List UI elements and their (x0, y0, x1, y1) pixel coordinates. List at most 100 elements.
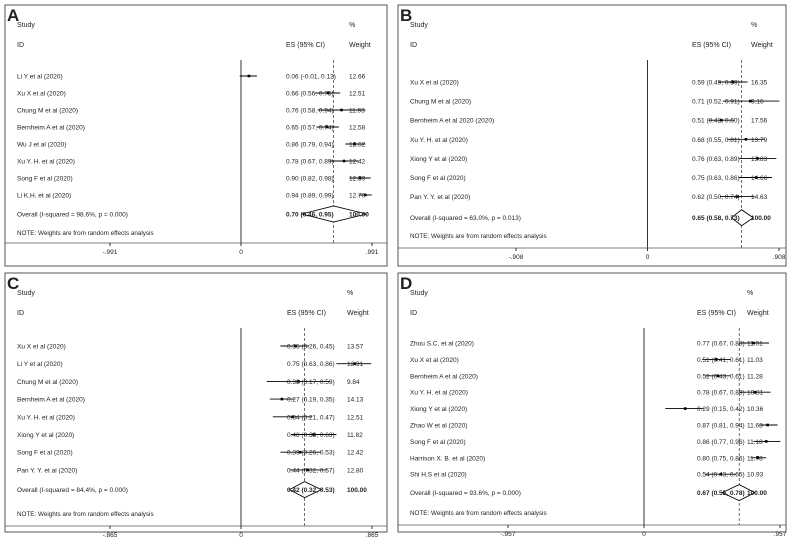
es-value: 0.90 (0.82, 0.98) (286, 176, 334, 183)
point-estimate (749, 99, 752, 103)
point-estimate (731, 80, 735, 84)
weight-value: 12.51 (347, 414, 364, 421)
es-value: 0.06 (-0.01, 0.12) (286, 74, 336, 81)
point-estimate (720, 118, 723, 122)
overall-label: Overall (I-squared = 63.0%, p = 0.013) (410, 215, 521, 222)
point-estimate (280, 397, 284, 401)
point-estimate (756, 157, 759, 160)
study-label: Xu X et al (2020) (410, 357, 459, 364)
es-value: 0.65 (0.57, 0.74) (286, 125, 334, 132)
weight-value: 11.93 (349, 108, 365, 115)
es-value: 0.78 (0.67, 0.89) (697, 390, 745, 397)
overall-label: Overall (I-squared = 98.6%, p = 0.000) (17, 212, 128, 219)
es-value: 0.94 (0.89, 0.99) (286, 193, 334, 200)
es-value: 0.78 (0.67, 0.89) (286, 159, 334, 166)
es-value: 0.87 (0.81, 0.94) (697, 423, 745, 430)
weight-value: 14.66 (751, 175, 768, 182)
study-label: Li K.H. et al (2020) (17, 193, 71, 200)
point-estimate (340, 108, 343, 112)
overall-es-value: 0.65 (0.58, 0.73) (692, 215, 740, 222)
header-es: ES (95% CI) (287, 310, 326, 317)
point-estimate (298, 450, 302, 454)
overall-es-value: 0.67 (0.55, 0.78) (697, 490, 745, 497)
note-text: NOTE: Weights are from random effects an… (410, 233, 547, 240)
point-estimate (353, 362, 356, 365)
header-percent: % (349, 22, 355, 29)
study-label: Zhao W et al (2020) (410, 423, 467, 430)
weight-value: 12.58 (349, 125, 366, 132)
study-label: Li Y et al (2020) (17, 74, 63, 81)
study-label: Pan Y. Y. et al (2020) (410, 194, 470, 201)
point-estimate (312, 433, 315, 436)
study-label: Wu J et al (2020) (17, 142, 66, 149)
header-es: ES (95% CI) (286, 42, 325, 49)
header-study: Study (17, 22, 35, 29)
weight-value: 12.91 (347, 361, 364, 368)
point-estimate (764, 440, 768, 443)
overall-label: Overall (I-squared = 93.6%, p = 0.000) (410, 490, 521, 497)
panel-frame (397, 272, 787, 533)
es-value: 0.76 (0.63, 0.89) (692, 156, 740, 163)
point-estimate (683, 407, 687, 410)
weight-value: 14.13 (347, 397, 364, 404)
header-percent: % (347, 290, 353, 297)
study-label: Song F et al (2020) (410, 439, 466, 446)
study-label: Bernheim A et al (2020) (17, 125, 85, 132)
study-label: Pan Y. Y. et al (2020) (17, 467, 77, 474)
header-study: Study (410, 22, 428, 29)
study-label: Xiong Y et al (2020) (17, 432, 74, 439)
weight-value: 12.66 (349, 74, 366, 81)
x-tick-label: -.991 (103, 249, 118, 256)
point-estimate (754, 176, 758, 179)
point-estimate (247, 74, 251, 78)
weight-value: 11.18 (747, 439, 763, 446)
header-study: Study (17, 290, 35, 297)
overall-diamond (288, 481, 323, 499)
study-label: Xu X et al (2020) (17, 344, 66, 351)
study-label: Bernheim A et al (2020) (410, 373, 478, 380)
weight-value: 11.63 (747, 423, 763, 430)
study-label: Song F et al (2020) (17, 176, 73, 183)
weight-value: 9.16 (751, 99, 764, 106)
point-estimate (306, 468, 309, 472)
note-text: NOTE: Weights are from random effects an… (17, 230, 154, 237)
panel-label: C (7, 274, 19, 293)
study-label: Song F et al (2020) (17, 450, 73, 457)
point-estimate (358, 176, 362, 180)
header-percent: % (747, 290, 753, 297)
weight-value: 11.28 (747, 373, 763, 380)
weight-value: 11.78 (747, 455, 763, 462)
weight-value: 17.56 (751, 118, 768, 125)
overall-diamond (301, 205, 367, 223)
header-weight: Weight (751, 42, 773, 49)
note-text: NOTE: Weights are from random effects an… (410, 510, 547, 517)
weight-value: 16.35 (751, 80, 768, 87)
es-value: 0.29 (0.15, 0.42) (697, 406, 745, 413)
x-tick-label: -.957 (501, 531, 516, 537)
study-label: Chung M et al (2020) (17, 379, 78, 386)
weight-value: 10.93 (747, 472, 764, 479)
es-value: 0.66 (0.56, 0.75) (286, 91, 334, 98)
overall-label: Overall (I-squared = 84.4%, p = 0.000) (17, 487, 128, 494)
es-value: 0.86 (0.79, 0.94) (286, 142, 334, 149)
es-value: 0.54 (0.43, 0.65) (697, 472, 745, 479)
point-estimate (342, 159, 346, 163)
panel-frame (4, 4, 388, 267)
header-id: ID (410, 310, 417, 317)
weight-value: 13.79 (751, 137, 768, 144)
es-value: 0.76 (0.58, 0.94) (286, 108, 334, 115)
point-estimate (325, 125, 329, 129)
panel-frame (4, 272, 388, 533)
study-label: Harrison X. B. et al (2020) (410, 455, 485, 462)
weight-value: 13.57 (347, 344, 364, 351)
header-percent: % (751, 22, 757, 29)
study-label: Li Y et al (2020) (17, 361, 63, 368)
es-value: 0.62 (0.50, 0.74) (692, 194, 740, 201)
es-value: 0.75 (0.63, 0.86) (287, 361, 335, 368)
weight-value: 12.42 (349, 159, 366, 166)
overall-diamond (721, 484, 756, 502)
